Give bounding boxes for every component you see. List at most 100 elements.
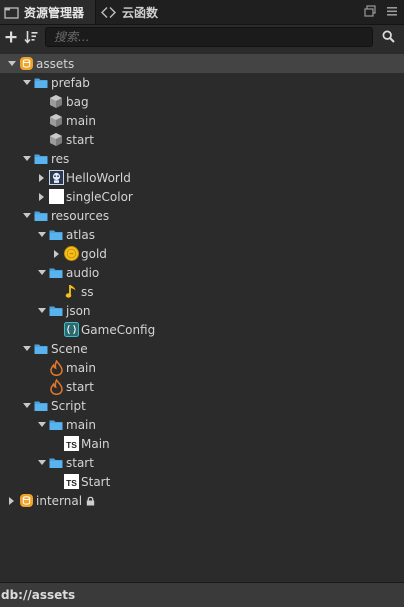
tree-item[interactable]: ss — [0, 282, 404, 301]
tree-item-label: GameConfig — [81, 322, 156, 337]
image-helloworld-icon — [48, 170, 64, 186]
tab-cloud-functions[interactable]: 云函数 — [100, 0, 158, 24]
tree-item[interactable]: TS Main — [0, 434, 404, 453]
tree-item[interactable]: bag — [0, 92, 404, 111]
tree-item[interactable]: assets — [0, 54, 404, 73]
scene-flame-icon — [48, 378, 64, 395]
tab-bar: 资源管理器 云函数 — [0, 0, 404, 25]
tree-item[interactable]: singleColor — [0, 187, 404, 206]
tree-item[interactable]: Script — [0, 396, 404, 415]
expand-arrow-icon[interactable] — [36, 225, 48, 244]
prefab-icon — [48, 94, 64, 110]
music-note-icon — [63, 284, 79, 300]
folder-icon — [33, 75, 49, 91]
folder-icon — [4, 6, 19, 19]
typescript-icon: TS — [63, 436, 79, 452]
tree-item-label: Start — [81, 474, 111, 489]
tree-item[interactable]: main — [0, 415, 404, 434]
folder-icon — [48, 417, 64, 433]
tree-item[interactable]: res — [0, 149, 404, 168]
scene-flame-icon — [48, 359, 64, 376]
tree-item[interactable]: gold — [0, 244, 404, 263]
collapse-arrow-icon[interactable] — [51, 244, 63, 263]
tree-spacer — [51, 320, 63, 339]
image-singlecolor-icon — [48, 189, 64, 205]
tree-item[interactable]: json — [0, 301, 404, 320]
search-input[interactable] — [45, 27, 373, 47]
tree-item[interactable]: main — [0, 111, 404, 130]
tree-item[interactable]: atlas — [0, 225, 404, 244]
tree-item[interactable]: internal — [0, 491, 404, 510]
tree-item-label: start — [66, 455, 94, 470]
tab-cloud-functions-label: 云函数 — [122, 5, 159, 20]
tree-item[interactable]: prefab — [0, 73, 404, 92]
tree-item-label: gold — [81, 246, 107, 261]
expand-arrow-icon[interactable] — [21, 206, 33, 225]
tree-spacer — [51, 472, 63, 491]
tab-assets-label: 资源管理器 — [24, 5, 85, 20]
tree-item[interactable]: main — [0, 358, 404, 377]
tree-item[interactable]: start — [0, 130, 404, 149]
search-icon — [382, 30, 395, 43]
tree-item-label: prefab — [51, 75, 90, 90]
prefab-icon — [48, 113, 64, 129]
expand-arrow-icon[interactable] — [21, 339, 33, 358]
tree-spacer — [36, 358, 48, 377]
plus-icon — [5, 31, 17, 43]
tree-item-label: start — [66, 132, 94, 147]
tree-item[interactable]: GameConfig — [0, 320, 404, 339]
sort-button[interactable] — [23, 28, 39, 46]
tree-item-label: singleColor — [66, 189, 133, 204]
maximize-icon[interactable] — [364, 5, 376, 17]
expand-arrow-icon[interactable] — [21, 73, 33, 92]
prefab-icon — [48, 132, 64, 148]
tree-spacer — [36, 111, 48, 130]
gold-coin-icon — [63, 246, 79, 262]
collapse-arrow-icon[interactable] — [36, 187, 48, 206]
tree-item-label: internal — [36, 493, 83, 508]
collapse-arrow-icon[interactable] — [36, 168, 48, 187]
tree-item[interactable]: start — [0, 377, 404, 396]
asset-db-icon — [18, 493, 34, 509]
expand-arrow-icon[interactable] — [36, 301, 48, 320]
lock-icon — [86, 496, 95, 506]
folder-icon — [33, 151, 49, 167]
collapse-arrow-icon[interactable] — [6, 491, 18, 510]
code-brackets-icon — [101, 6, 116, 18]
tree-item-label: resources — [51, 208, 110, 223]
tree-item[interactable]: Scene — [0, 339, 404, 358]
tree-item-label: audio — [66, 265, 100, 280]
menu-icon[interactable] — [386, 5, 398, 17]
tree-item-label: atlas — [66, 227, 95, 242]
tree-item-label: Main — [81, 436, 110, 451]
tree-item[interactable]: resources — [0, 206, 404, 225]
expand-arrow-icon[interactable] — [21, 149, 33, 168]
expand-arrow-icon[interactable] — [36, 415, 48, 434]
tree-item[interactable]: HelloWorld — [0, 168, 404, 187]
folder-icon — [33, 208, 49, 224]
expand-arrow-icon[interactable] — [36, 263, 48, 282]
status-bar: db://assets — [0, 582, 404, 607]
expand-arrow-icon[interactable] — [36, 453, 48, 472]
asset-db-icon — [18, 56, 34, 72]
search-button[interactable] — [382, 30, 395, 46]
assets-toolbar — [0, 25, 404, 51]
folder-icon — [48, 455, 64, 471]
status-path: db://assets — [1, 588, 76, 602]
tree-spacer — [36, 92, 48, 111]
expand-arrow-icon[interactable] — [21, 396, 33, 415]
svg-text:TS: TS — [66, 440, 77, 450]
tree-item-label: main — [66, 360, 96, 375]
panel-tools — [364, 5, 398, 17]
add-button[interactable] — [3, 28, 19, 46]
tree-item[interactable]: start — [0, 453, 404, 472]
tab-assets[interactable]: 资源管理器 — [0, 0, 96, 24]
expand-arrow-icon[interactable] — [6, 54, 18, 73]
folder-icon — [33, 341, 49, 357]
tree-item[interactable]: audio — [0, 263, 404, 282]
tree-spacer — [36, 377, 48, 396]
tree-item-label: main — [66, 417, 96, 432]
tree-item-label: ss — [81, 284, 94, 299]
tree-item-label: Scene — [51, 341, 88, 356]
